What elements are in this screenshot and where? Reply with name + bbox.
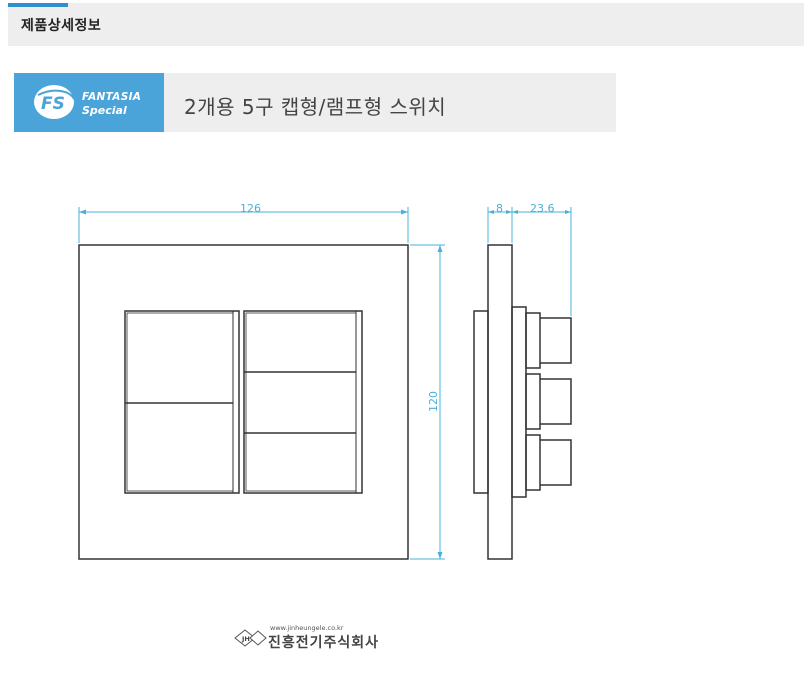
right-switch-frame — [243, 310, 363, 494]
header-accent-bar — [8, 3, 68, 7]
brand-logo-box: FS — [14, 73, 164, 132]
fs-logo-icon: FS — [34, 85, 75, 119]
side-button-2-cap — [540, 378, 572, 425]
product-title: 2개용 5구 캡형/램프형 스위치 — [184, 95, 447, 119]
front-plate-outline — [78, 244, 409, 560]
side-backbox — [473, 310, 489, 494]
width-dim-label: 126 — [240, 202, 261, 215]
right-switch-inner — [245, 312, 357, 492]
side-plate-outline — [487, 244, 513, 560]
logo-mark: FS — [41, 94, 65, 114]
height-dim-label: 120 — [427, 391, 440, 412]
button-depth-label: 23.6 — [530, 202, 555, 215]
section-header — [8, 3, 804, 46]
logo-text-special: Special — [82, 104, 127, 117]
side-button-1-cap — [540, 317, 572, 364]
left-switch-frame — [124, 310, 240, 494]
jh-logo-mark: JH — [241, 635, 250, 643]
side-button-3-base — [525, 434, 541, 491]
side-button-2-base — [525, 373, 541, 430]
side-button-3-cap — [540, 439, 572, 486]
side-frame — [511, 306, 527, 498]
logo-text-fantasia: FANTASIA — [82, 91, 142, 103]
left-switch-inner — [126, 312, 234, 492]
product-title-box: 2개용 5구 캡형/램프형 스위치 — [164, 73, 616, 132]
section-title: 제품상세정보 — [21, 18, 102, 34]
plate-depth-label: 8 — [496, 202, 503, 215]
side-button-1-base — [525, 312, 541, 369]
jh-logo-icon: JH — [234, 629, 267, 647]
company-url: www.jinheungele.co.kr — [270, 624, 344, 632]
company-name: 진흥전기주식회사 — [268, 635, 380, 651]
